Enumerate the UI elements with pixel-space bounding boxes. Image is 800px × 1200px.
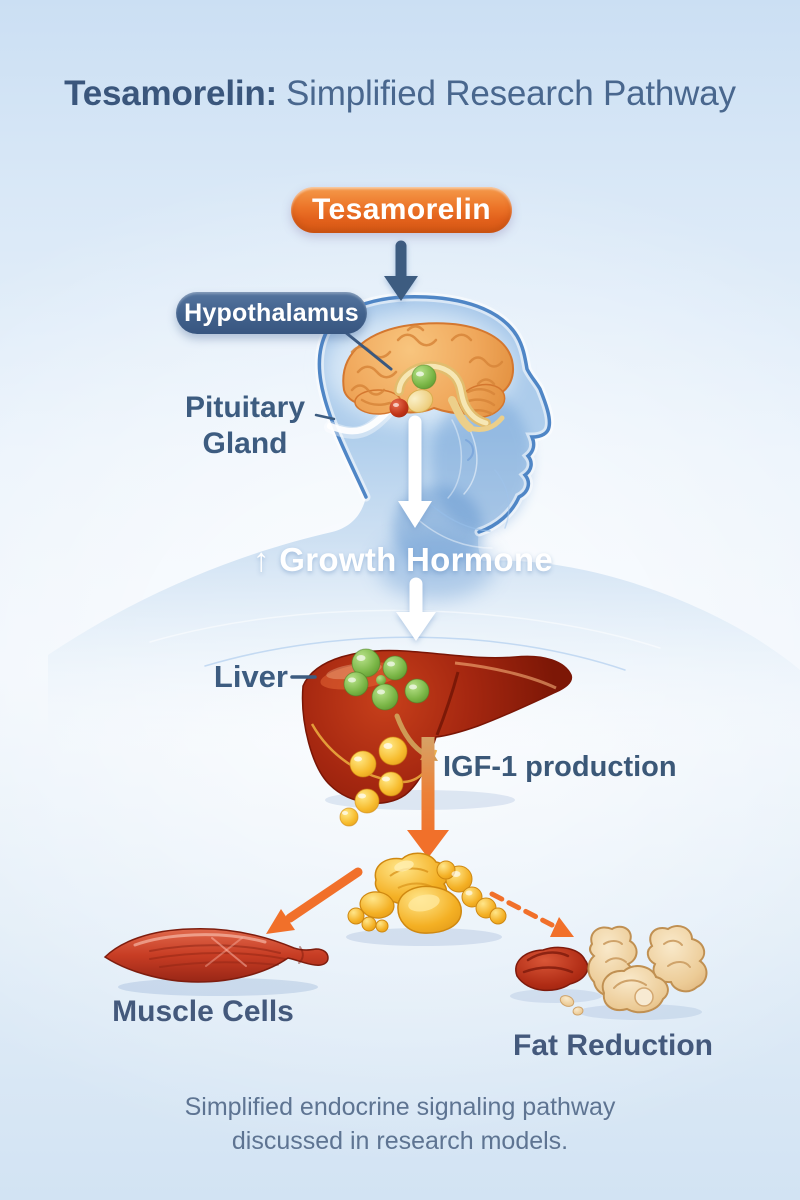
igf1-molecules — [339, 736, 408, 827]
muscle-shadow — [118, 978, 318, 996]
flow-arrow-adipose-to-muscle — [266, 867, 363, 934]
brain-gyri — [350, 325, 504, 416]
title-subtitle: Simplified Research Pathway — [286, 74, 736, 113]
wireframe-lines — [149, 419, 661, 671]
flow-arrow-growth-hormone-to-liver — [396, 577, 436, 641]
adipose-tissue-cluster — [347, 852, 507, 934]
hypothalamus-sphere — [411, 364, 437, 390]
pituitary-label-line2: Gland — [202, 427, 288, 460]
igf1-production-label: IGF-1 production — [443, 751, 677, 783]
hypothalamus-pointer-line — [343, 330, 393, 371]
pituitary-label-line1: Pituitary — [184, 391, 306, 424]
liver-label: Liver — [213, 659, 288, 694]
footer-caption: Simplified endocrine signaling pathway d… — [0, 1090, 800, 1158]
muscle-cells-label: Muscle Cells — [112, 995, 294, 1028]
chest-shading — [378, 532, 494, 600]
adipose-shadow — [346, 928, 502, 946]
flow-arrow-tesamorelin-to-brain — [384, 240, 418, 301]
hypothalamus-badge: Hypothalamus — [176, 292, 367, 334]
growth-hormone-label: ↑ Growth Hormone — [253, 541, 553, 578]
footer-line2: discussed in research models. — [231, 1127, 569, 1155]
growth-hormone-molecules — [343, 648, 430, 711]
page-title: Tesamorelin:Simplified Research Pathway — [0, 74, 800, 114]
flow-arrow-igf1-to-adipose — [407, 737, 449, 858]
fat-reduction-illustration — [515, 925, 708, 1016]
fat-crumb — [559, 995, 575, 1007]
fat-reduction-label: Fat Reduction — [513, 1029, 713, 1062]
fat-crumb — [572, 1006, 584, 1016]
shrunken-fat-piece-2 — [646, 925, 708, 993]
muscle-striations — [133, 933, 304, 968]
head-outline — [317, 295, 552, 534]
pituitary-gland-label: Pituitary Gland — [170, 390, 320, 462]
title-product: Tesamorelin: — [64, 74, 278, 113]
pituitary-pointer — [314, 404, 396, 439]
fat-shadow-1 — [510, 989, 602, 1003]
pituitary-gland-sphere — [389, 398, 409, 418]
brain-illustration — [342, 322, 514, 433]
tesamorelin-badge: Tesamorelin — [291, 187, 512, 233]
footer-line1: Simplified endocrine signaling pathway — [184, 1093, 616, 1121]
flow-arrow-pituitary-to-growth-hormone — [398, 415, 432, 528]
muscle-cell-illustration — [103, 928, 329, 983]
flow-arrow-adipose-to-fat-reduction — [489, 891, 574, 937]
tesamorelin-badge-label: Tesamorelin — [312, 193, 491, 226]
shrunken-red-piece — [515, 946, 589, 992]
hypothalamus-badge-label: Hypothalamus — [184, 298, 359, 327]
